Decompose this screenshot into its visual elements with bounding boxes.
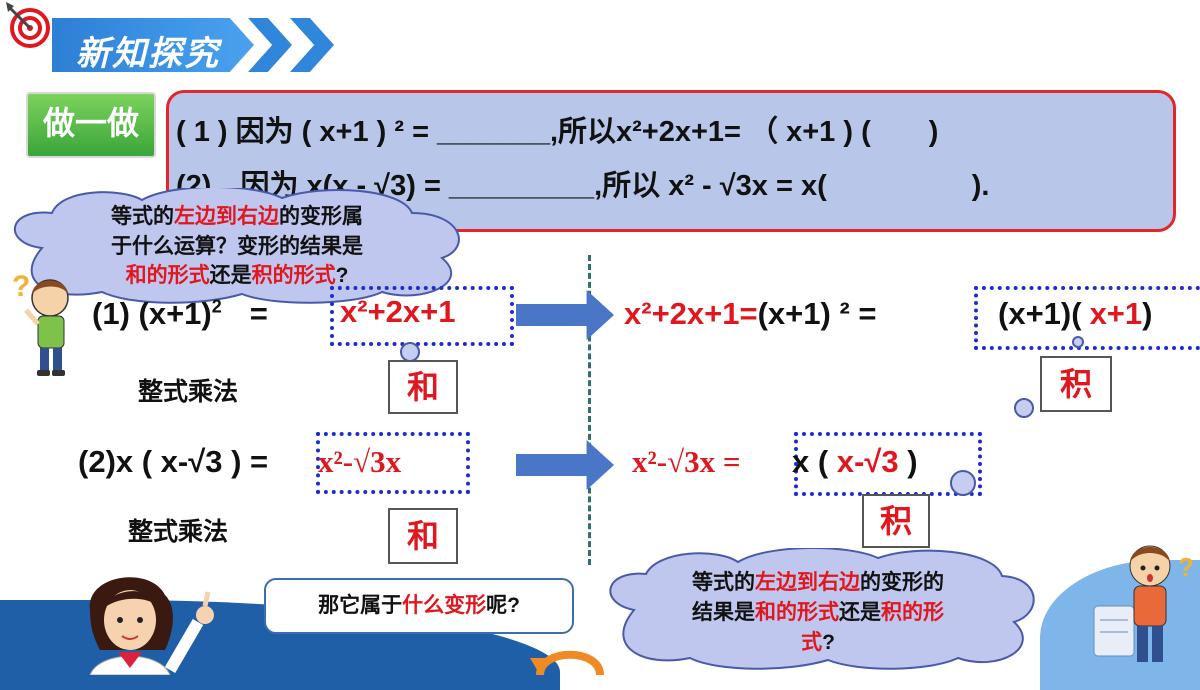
right-equation-1: x²+2x+1=(x+1) ² = [624,296,877,332]
cloud-text: 还是 [209,264,252,287]
question-line-1: ( 1 ) 因为 ( x+1 ) ² = _______,所以x²+2x+1= … [176,116,939,148]
equation-text: (x+1)( [998,296,1082,331]
dashed-divider [588,255,591,565]
cloud-text: 等式的 [692,571,755,594]
thought-bubble-dot [400,342,420,362]
right-result-box-1 [974,286,1200,350]
speech-text: 那它属于 [318,594,403,617]
thought-bubble-dot [1014,398,1034,418]
thought-cloud-top: 等式的左边到右边的变形属 于什么运算？变形的结果是 和的形式还是积的形式? [2,188,472,304]
cloud-text: ? [822,631,835,654]
equation-text-red: x²-√3x = [632,444,741,479]
thought-bubble-dot [1072,336,1084,348]
student-illustration: ? [1090,536,1200,675]
thought-cloud-bottom: 等式的左边到右边的变形的 结果是和的形式还是积的形 式? [598,548,1038,672]
answer-box-sum-2: 和 [388,508,458,564]
chevron-right-icon [290,18,334,72]
cloud-text-highlight: 左边到右边 [755,571,860,594]
svg-text:?: ? [12,270,30,303]
equation-text: (x+1) ² = [757,296,877,331]
cloud-text: 等式的 [111,205,174,228]
chevron-right-icon [248,18,292,72]
label-polynomial-multiplication-1: 整式乘法 [138,377,239,406]
answer-box-product-2: 积 [862,494,930,548]
cloud-text-highlight: 式 [801,631,823,654]
equation-text: ) [1142,296,1153,331]
right-result-2: x ( x-√3 ) [792,444,918,480]
header-banner [52,18,254,72]
activity-tag: 做一做 [26,92,156,158]
page-title: 新知探究 [76,34,220,74]
cloud-text-highlight: 和的形式 [755,601,839,624]
equation-text: (1) (x+1) [92,296,212,331]
cloud-text-highlight: 和的形式 [125,264,210,287]
arrow-right-1 [516,290,614,340]
cloud-text: 于什么运算？变形的结果是 [111,235,363,258]
right-result-1: (x+1)(x+1) [998,296,1152,332]
target-icon [4,2,50,48]
left-equation-2: (2)x ( x-√3 ) = [78,444,269,479]
arrow-right-2 [516,440,614,490]
left-result-box-2 [316,432,470,494]
answer-box-product-1: 积 [1040,356,1112,412]
teacher-illustration [70,570,230,676]
boy-illustration: ? [10,268,76,378]
cloud-text-highlight: 积的形 [881,601,944,624]
equation-exponent: 2 [211,296,222,317]
left-result-1: x²+2x+1 [340,294,456,329]
right-equation-2: x²-√3x = [632,444,741,480]
cloud-text-highlight: 积的形式 [251,264,336,287]
equation-text: ) [898,444,918,479]
equation-text: = [249,296,268,331]
cloud-text: 结果是 [692,601,755,624]
cycle-arrow-icon [530,628,610,676]
left-result-2: x²-√3x [318,444,402,479]
thought-bubble-dot [950,470,976,496]
cloud-text: 还是 [839,601,881,624]
equation-text-red: x²+2x+1= [624,296,758,331]
speech-text: 呢? [486,594,520,617]
equation-text-red: x+1 [1089,296,1143,331]
cloud-text-highlight: 左边到右边 [174,205,279,228]
equation-text-red: x-√3 [836,444,899,479]
speech-text-highlight: 什么变形 [402,594,487,617]
label-polynomial-multiplication-2: 整式乘法 [128,517,229,546]
equation-text: x ( [792,444,837,479]
left-equation-1: (1) (x+1)2 = [92,296,268,332]
speech-box: 那它属于什么变形呢? [264,578,574,634]
cloud-text: ? [335,264,349,287]
svg-text:?: ? [1178,552,1194,582]
cloud-text: 的变形的 [860,571,944,594]
cloud-text: 的变形属 [279,205,363,228]
left-result-box-1 [330,286,514,346]
answer-box-sum-1: 和 [388,360,458,414]
